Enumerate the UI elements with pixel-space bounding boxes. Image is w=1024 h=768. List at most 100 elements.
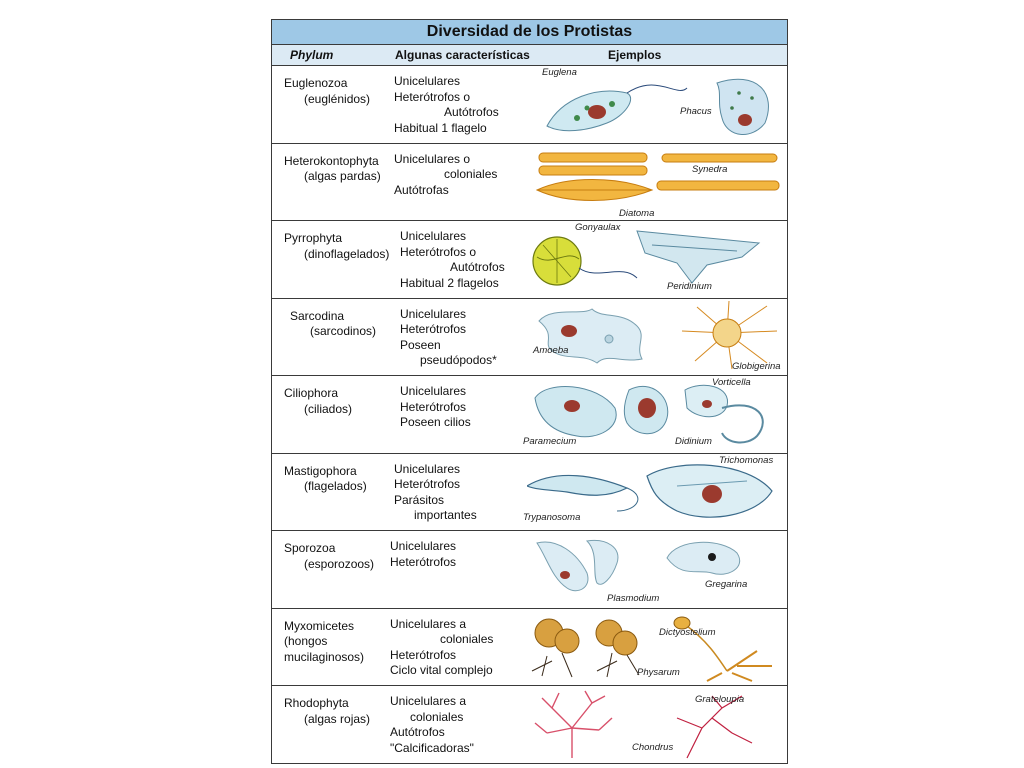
example-label: Globigerina [732,360,781,372]
characteristics-cell: Unicelulares a coloniales Heterótrofos C… [390,617,520,679]
phylum-common-name: (ciliados) [304,401,353,416]
euglena-phacus-illustration [546,78,769,135]
characteristic: Unicelulares [400,384,467,398]
characteristic: Unicelulares [394,74,461,88]
examples-illustration: Gregarina Plasmodium [527,533,785,605]
characteristic: Unicelulares a [390,694,467,708]
example-label: Didinium [675,436,712,447]
phylum-common-name: (algas rojas) [304,711,371,726]
table-row-sporozoa: Sporozoa (esporozoos) Unicelulares Heter… [272,531,787,609]
characteristic: Ciclo vital complejo [390,663,493,677]
characteristic: Autótrofos [390,725,445,739]
phylum-common-name: (sarcodinos) [310,324,377,338]
phylum-common-name: (hongos [284,634,328,648]
phylum-cell: Sporozoa (esporozoos) [284,541,394,572]
example-label: Phacus [680,106,712,117]
phylum-name: Heterokontophyta [284,153,379,168]
characteristic: Habitual 2 flagelos [400,275,499,290]
example-label: Amoeba [533,344,569,356]
characteristic: coloniales [410,709,464,724]
phylum-cell: Myxomicetes (hongos mucilaginosos) [284,619,394,666]
characteristic: Heterótrofos [400,399,467,414]
example-label: Dictyostelium [659,626,716,638]
table-row-ciliophora: Ciliophora (ciliados) Unicelulares Heter… [272,376,787,454]
characteristics-cell: Unicelulares a coloniales Autótrofos "Ca… [390,694,520,756]
phylum-cell: Rhodophyta (algas rojas) [284,696,394,727]
characteristic: Poseen cilios [400,415,471,429]
dinoflagellate-illustration [532,230,761,286]
example-label: Vorticella [712,377,751,388]
characteristic: Habitual 1 flagelo [394,120,487,135]
phylum-common-name: (dinoflagelados) [304,246,390,261]
table-row-pyrrophyta: Pyrrophyta (dinoflagelados) Unicelulares… [272,221,787,299]
phylum-common-name: (algas pardas) [304,169,381,183]
characteristic: Autótrofos [444,105,499,119]
table-row-myxomicetes: Myxomicetes (hongos mucilaginosos) Unice… [272,609,787,686]
phylum-common-name: (esporozoos) [304,556,375,571]
example-label: Chondrus [632,742,674,753]
characteristics-cell: Unicelulares Heterótrofos Poseen cilios [400,384,530,431]
characteristic: Poseen [400,337,441,352]
phylum-cell: Heterokontophyta (algas pardas) [284,154,394,185]
table-header-row: Phylum Algunas características Ejemplos [272,45,787,66]
header-phylum: Phylum [290,48,334,62]
phylum-cell: Sarcodina (sarcodinos) [290,309,400,340]
phylum-cell: Pyrrophyta (dinoflagelados) [284,231,394,262]
characteristics-cell: Unicelulares Heterótrofos o Autótrofos H… [400,229,530,291]
phylum-name: Sporozoa [284,541,336,555]
example-label: Physarum [637,666,680,678]
example-label: Plasmodium [607,593,660,604]
example-label: Euglena [542,67,577,78]
characteristic: Autótrofos [450,260,505,274]
characteristic: Unicelulares [400,306,467,321]
header-caracteristicas: Algunas características [395,48,530,62]
example-label: Trichomonas [719,454,774,466]
ciliate-illustration [534,384,764,444]
example-label: Grateloupia [695,694,745,705]
table-row-euglenozoa: Euglenozoa (euglénidos) Unicelulares Het… [272,66,787,144]
header-ejemplos: Ejemplos [608,48,662,62]
characteristic: Unicelulares [390,539,457,553]
phylum-name: Pyrrophyta [284,231,343,245]
examples-illustration: Vorticella Paramecium Didinium [523,377,785,450]
phylum-cell: Mastigophora (flagelados) [284,464,394,495]
characteristic: coloniales [440,632,494,646]
characteristic: Heterótrofos [390,647,457,662]
phylum-name: Rhodophyta [284,696,349,710]
example-label: Synedra [692,163,728,175]
characteristic: Unicelulares o [394,151,471,166]
example-label: Diatoma [619,207,655,219]
characteristic: "Calcificadoras" [390,740,474,755]
phylum-common-name: mucilaginosos) [284,649,365,664]
characteristic: importantes [414,508,477,522]
table-row-mastigophora: Mastigophora (flagelados) Unicelulares H… [272,454,787,531]
examples-illustration: Grateloupia Chondrus [527,688,785,760]
characteristic: Heterótrofos [394,477,461,491]
examples-illustration: Synedra Diatoma [527,146,785,219]
amoeba-globigerina-illustration [538,300,778,369]
characteristic: Unicelulares [400,229,467,243]
example-label: Paramecium [523,436,577,447]
characteristic: Unicelulares a [390,616,467,631]
characteristic: Unicelulares [394,461,461,476]
phylum-common-name: (euglénidos) [304,91,371,106]
example-label: Peridinium [667,281,712,292]
phylum-name: Euglenozoa [284,76,348,90]
characteristic: Heterótrofos o [400,244,477,259]
characteristics-cell: Unicelulares Heterótrofos [390,539,520,570]
flagellate-illustration [525,463,773,518]
characteristic: Heterótrofos [390,554,457,569]
table-row-rhodophyta: Rhodophyta (algas rojas) Unicelulares a … [272,686,787,763]
characteristic: coloniales [444,167,498,181]
protist-diversity-table: Diversidad de los Protistas Phylum Algun… [271,19,788,764]
characteristic: Parásitos [394,492,445,507]
characteristic: Autótrofas [394,182,449,197]
characteristics-cell: Unicelulares o coloniales Autótrofas [394,152,524,199]
sporozoa-illustration [536,539,740,592]
phylum-name: Myxomicetes [284,618,355,633]
examples-illustration: Gonyaulax Peridinium [527,222,785,295]
phylum-name: Ciliophora [284,386,339,400]
phylum-name: Sarcodina [290,308,345,323]
examples-illustration: Euglena Phacus [527,67,785,140]
table-row-sarcodina: Sarcodina (sarcodinos) Unicelulares Hete… [272,299,787,376]
